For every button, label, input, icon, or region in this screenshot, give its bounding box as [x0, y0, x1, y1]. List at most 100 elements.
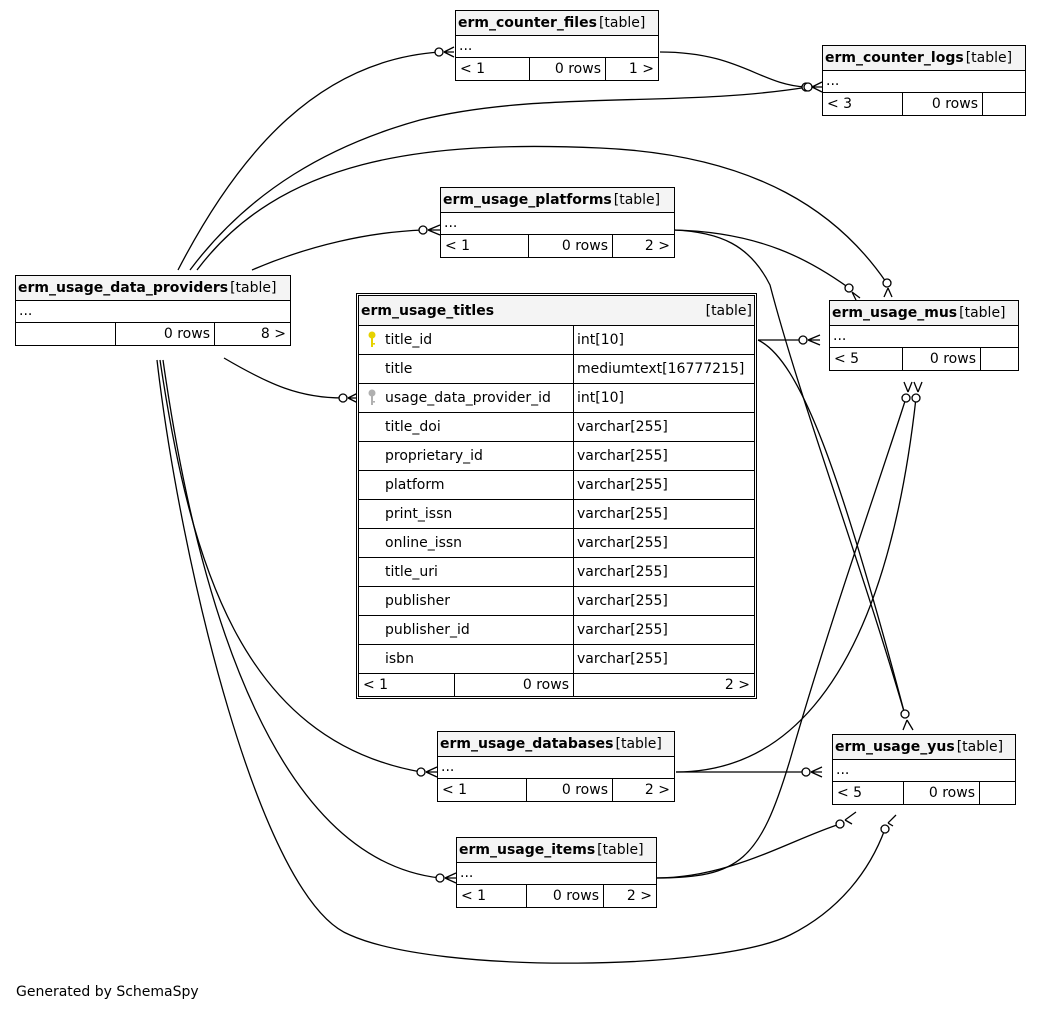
table-footer: < 1 0 rows 1 > — [456, 58, 658, 80]
children-count[interactable]: 2 > — [626, 888, 652, 904]
table-footer: < 1 0 rows 2 > — [438, 779, 674, 801]
columns-collapsed: ... — [830, 326, 1018, 348]
table-footer: < 3 0 rows — [823, 93, 1025, 115]
row-count: 0 rows — [530, 58, 606, 80]
column-row[interactable]: isbn varchar[255] — [359, 645, 754, 674]
children-count[interactable] — [981, 348, 1018, 370]
table-header: erm_usage_databases[table] — [438, 732, 674, 757]
table-name: erm_usage_yus — [835, 739, 955, 755]
columns-collapsed: ... — [833, 760, 1015, 782]
row-count: 0 rows — [529, 235, 613, 257]
table-header: erm_usage_data_providers[table] — [16, 276, 290, 301]
columns-collapsed: ... — [456, 36, 658, 58]
table-footer: < 1 0 rows 2 > — [457, 885, 656, 907]
column-type: varchar[255] — [577, 564, 668, 580]
column-type: varchar[255] — [577, 419, 668, 435]
children-count[interactable]: 1 > — [628, 61, 654, 77]
table-erm-counter-logs[interactable]: erm_counter_logs[table] ... < 3 0 rows — [822, 45, 1026, 116]
columns-collapsed: ... — [457, 863, 656, 885]
edge-platforms-yus — [673, 229, 906, 716]
table-type: [table] — [230, 280, 277, 296]
edge-items-yus — [655, 823, 841, 879]
table-header: erm_usage_titles [table] — [359, 296, 754, 326]
table-erm-counter-files[interactable]: erm_counter_files[table] ... < 1 0 rows … — [455, 10, 659, 81]
column-type: varchar[255] — [577, 622, 668, 638]
parents-count[interactable]: < 3 — [823, 93, 903, 115]
column-type: varchar[255] — [577, 477, 668, 493]
table-erm-usage-mus[interactable]: erm_usage_mus[table] ... < 5 0 rows — [829, 300, 1019, 371]
children-count[interactable]: 2 > — [724, 677, 750, 693]
table-erm-usage-data-providers[interactable]: erm_usage_data_providers[table] ... 0 ro… — [15, 275, 291, 346]
column-row[interactable]: proprietary_id varchar[255] — [359, 442, 754, 471]
table-header: erm_usage_platforms[table] — [441, 188, 674, 213]
column-name: title_doi — [385, 419, 441, 435]
column-type: varchar[255] — [577, 535, 668, 551]
parents-count[interactable]: < 1 — [456, 58, 530, 80]
column-type: varchar[255] — [577, 651, 668, 667]
columns-collapsed: ... — [441, 213, 674, 235]
table-type: [table] — [956, 739, 1004, 755]
children-count[interactable]: 2 > — [644, 782, 670, 798]
table-name: erm_usage_data_providers — [18, 280, 229, 296]
column-name: title_id — [385, 332, 433, 348]
children-count[interactable] — [980, 782, 1015, 804]
children-count[interactable] — [983, 93, 1025, 115]
children-count[interactable]: 8 > — [260, 326, 286, 342]
table-name: erm_usage_platforms — [443, 192, 612, 208]
table-name: erm_usage_databases — [440, 736, 614, 752]
column-type: varchar[255] — [577, 448, 668, 464]
row-count: 0 rows — [527, 885, 604, 907]
column-row[interactable]: publisher_id varchar[255] — [359, 616, 754, 645]
table-header: erm_counter_files[table] — [456, 11, 658, 36]
parents-count[interactable]: < 1 — [457, 885, 527, 907]
table-footer: < 5 0 rows — [830, 348, 1018, 370]
row-count: 0 rows — [904, 782, 980, 804]
table-name: erm_usage_items — [459, 842, 596, 858]
table-erm-usage-items[interactable]: erm_usage_items[table] ... < 1 0 rows 2 … — [456, 837, 657, 908]
edge-providers-counter-logs — [189, 86, 809, 271]
parents-count[interactable]: < 5 — [833, 782, 904, 804]
column-name: isbn — [385, 651, 414, 667]
row-count: 0 rows — [527, 779, 613, 801]
column-name: proprietary_id — [385, 448, 483, 464]
row-count: 0 rows — [903, 348, 981, 370]
columns-collapsed: ... — [16, 301, 290, 323]
edge-providers-mus-top — [196, 145, 887, 283]
column-row[interactable]: title_doi varchar[255] — [359, 413, 754, 442]
table-type: [table] — [705, 302, 752, 319]
children-count[interactable]: 2 > — [644, 238, 670, 254]
table-type: [table] — [959, 305, 1006, 321]
table-erm-usage-databases[interactable]: erm_usage_databases[table] ... < 1 0 row… — [437, 731, 675, 802]
table-erm-usage-yus[interactable]: erm_usage_yus[table] ... < 5 0 rows — [832, 734, 1016, 805]
parents-count[interactable]: < 1 — [441, 235, 529, 257]
parents-count[interactable]: < 1 — [438, 779, 527, 801]
table-footer: 0 rows 8 > — [16, 323, 290, 345]
column-name: usage_data_provider_id — [385, 390, 551, 406]
column-row[interactable]: print_issn varchar[255] — [359, 500, 754, 529]
row-count: 0 rows — [116, 323, 215, 345]
column-name: print_issn — [385, 506, 453, 522]
row-count: 0 rows — [455, 674, 574, 696]
edge-databases-mus — [675, 397, 917, 773]
table-header: erm_counter_logs[table] — [823, 46, 1025, 71]
table-name: erm_counter_files — [458, 15, 597, 31]
parents-count[interactable]: < 1 — [359, 674, 455, 696]
table-footer: < 5 0 rows — [833, 782, 1015, 804]
table-erm-usage-platforms[interactable]: erm_usage_platforms[table] ... < 1 0 row… — [440, 187, 675, 258]
columns-collapsed: ... — [438, 757, 674, 779]
parents-count[interactable]: < 5 — [830, 348, 903, 370]
column-name: publisher_id — [385, 622, 470, 638]
table-footer: < 1 0 rows 2 > — [359, 674, 754, 696]
parents-count[interactable] — [16, 323, 116, 345]
table-footer: < 1 0 rows 2 > — [441, 235, 674, 257]
column-type: varchar[255] — [577, 506, 668, 522]
edge-providers-titles — [223, 357, 344, 399]
